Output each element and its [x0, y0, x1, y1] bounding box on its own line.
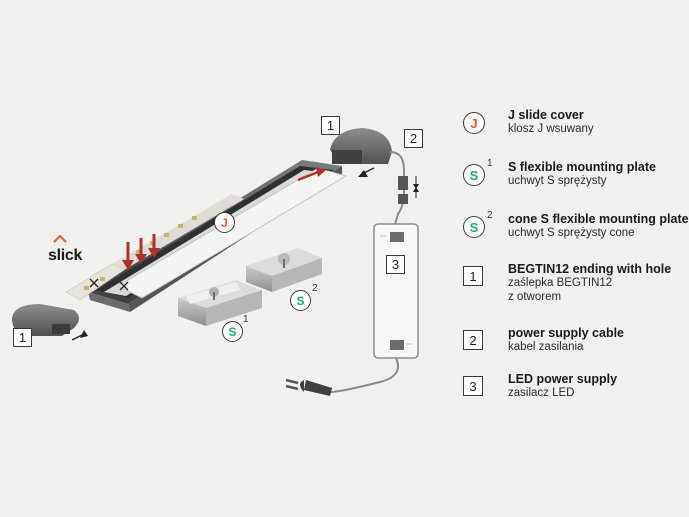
power-cable — [389, 151, 408, 229]
s-flexible-mounting-plate — [178, 280, 262, 326]
led-power-supply — [373, 223, 419, 359]
legend-marker: S — [463, 216, 485, 238]
legend-subtitle: kabel zasilania — [508, 341, 584, 353]
legend-marker: J — [463, 112, 485, 134]
legend-title: cone S flexible mounting plate — [508, 212, 689, 226]
end-cap-top — [330, 128, 392, 177]
legend-subtitle: uchwyt S sprężysty cone — [508, 227, 635, 239]
diagram-label-psu: 3 — [386, 255, 405, 274]
legend-title: S flexible mounting plate — [508, 160, 656, 174]
legend-marker-sup: 2 — [487, 210, 493, 221]
diagram-label-plate-s2: S — [290, 290, 311, 311]
legend-title: LED power supply — [508, 372, 618, 386]
legend-marker-sup: 1 — [487, 158, 493, 169]
legend-subtitle: zasilacz LED — [508, 387, 575, 399]
legend-marker: 3 — [463, 376, 483, 396]
legend-subtitle: klosz J wsuwany — [508, 123, 594, 135]
legend-title: power supply cable — [508, 326, 625, 340]
diagram-label-end-cap-left: 1 — [13, 328, 32, 347]
brand-logo-text: slick — [48, 247, 83, 264]
legend-marker: 2 — [463, 330, 483, 350]
diagram-label-cover: J — [214, 212, 235, 233]
j-slide-cover — [117, 167, 347, 299]
legend-subtitle: zaślepka BEGTIN12 z otworem — [508, 277, 613, 303]
diagram-label-plate-s1: S — [222, 321, 243, 342]
diagram-label-plate-s1-sup: 1 — [243, 314, 249, 325]
insert-arrows — [122, 234, 160, 270]
legend-marker: S — [463, 164, 485, 186]
cut-mark — [89, 278, 129, 291]
legend-title: J slide cover — [508, 108, 584, 122]
diagram-label-end-cap-top: 1 — [321, 116, 340, 135]
brand-chevron-icon — [53, 234, 67, 243]
legend-marker: 1 — [463, 266, 483, 286]
connector-arrows — [413, 176, 419, 198]
slide-direction-arrow — [297, 167, 326, 182]
mains-cable-and-plug — [285, 357, 399, 396]
legend-title: BEGTIN12 ending with hole — [508, 262, 672, 276]
diagram-label-cable: 2 — [404, 129, 423, 148]
cone-s-flexible-mounting-plate — [246, 248, 322, 292]
legend-subtitle: uchwyt S sprężysty — [508, 175, 607, 187]
diagram-label-plate-s2-sup: 2 — [312, 283, 318, 294]
